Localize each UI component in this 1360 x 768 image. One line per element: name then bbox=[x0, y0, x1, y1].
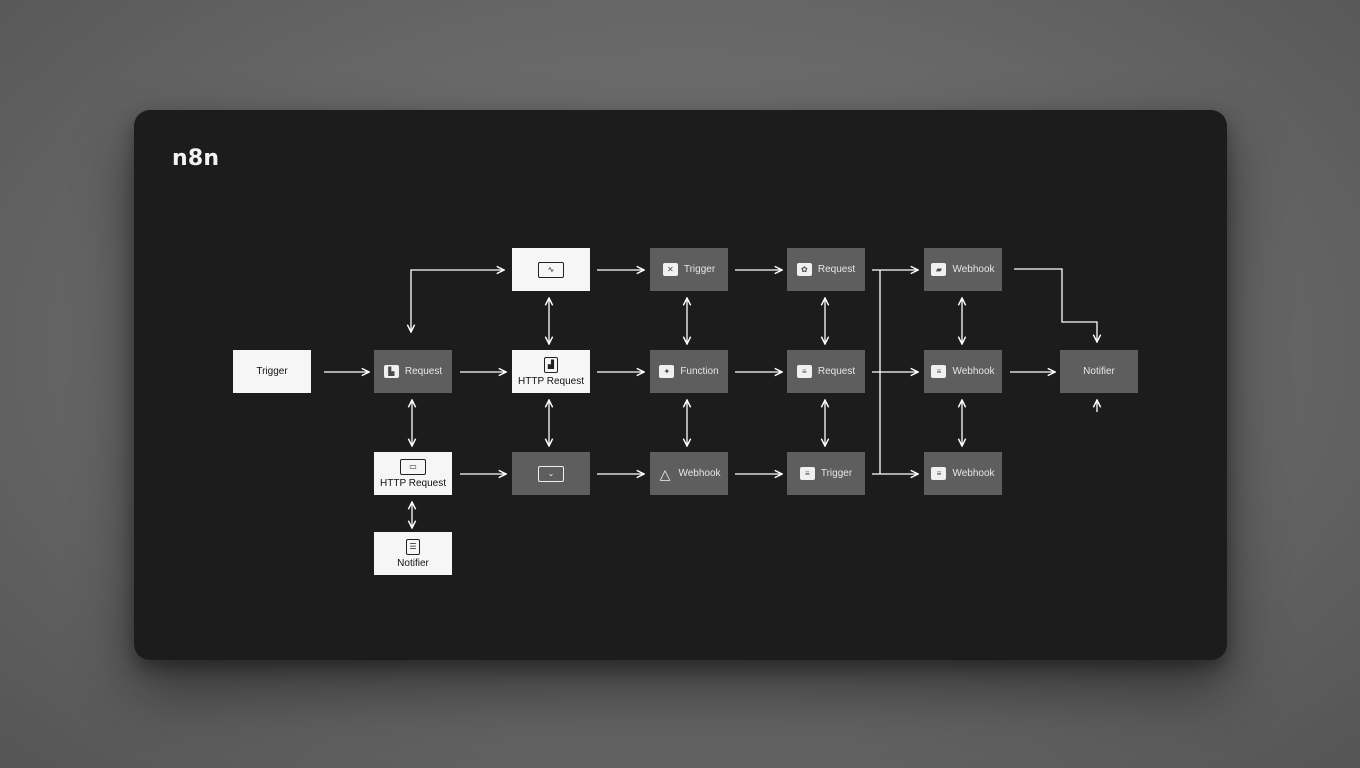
list-icon: ≡ bbox=[931, 467, 947, 480]
window-node[interactable]: ∿ bbox=[512, 248, 590, 291]
trigger-node[interactable]: ≡ Trigger bbox=[787, 452, 865, 495]
webhook-node[interactable]: ≡ Webhook bbox=[924, 350, 1002, 393]
window-icon: ⌄ bbox=[538, 465, 564, 482]
stack-icon: ☰ bbox=[406, 538, 420, 555]
connection-line bbox=[411, 270, 504, 332]
node-label: Request bbox=[404, 366, 443, 377]
http-request-node[interactable]: ▟ HTTP Request bbox=[512, 350, 590, 393]
list-icon: ≡ bbox=[931, 365, 947, 378]
chart-icon: ▟ bbox=[544, 356, 558, 373]
function-node[interactable]: ✦ Function bbox=[650, 350, 728, 393]
node-label: Webhook bbox=[678, 468, 721, 479]
app-logo: n8n bbox=[172, 146, 220, 171]
http-request-node[interactable]: ▭ HTTP Request bbox=[374, 452, 452, 495]
connection-line bbox=[1014, 268, 1097, 342]
list-icon: ≡ bbox=[799, 467, 815, 480]
node-label: Trigger bbox=[820, 468, 853, 479]
request-node[interactable]: ≡ Request bbox=[787, 350, 865, 393]
chart-icon: ▙ bbox=[383, 365, 399, 378]
request-node[interactable]: ▙ Request bbox=[374, 350, 452, 393]
gear-icon: ✦ bbox=[659, 365, 675, 378]
gear-icon: ✿ bbox=[796, 263, 812, 276]
window-icon: ▭ bbox=[400, 458, 426, 475]
node-label: Trigger bbox=[683, 264, 716, 275]
node-label: HTTP Request bbox=[518, 375, 584, 387]
connections-layer bbox=[324, 110, 1227, 660]
request-node[interactable]: ✿ Request bbox=[787, 248, 865, 291]
image-icon: ▰ bbox=[931, 263, 947, 276]
tool-icon: ✕ bbox=[662, 263, 678, 276]
notifier-node[interactable]: ☰ Notifier bbox=[374, 532, 452, 575]
workflow-canvas[interactable]: n8n bbox=[134, 110, 1227, 660]
window-node[interactable]: ⌄ bbox=[512, 452, 590, 495]
trigger-node[interactable]: Trigger bbox=[233, 350, 311, 393]
warning-icon: △ bbox=[659, 465, 671, 482]
webhook-node[interactable]: △ Webhook bbox=[650, 452, 728, 495]
node-label: Request bbox=[817, 264, 856, 275]
node-label: Webhook bbox=[952, 264, 995, 275]
trigger-node[interactable]: ✕ Trigger bbox=[650, 248, 728, 291]
node-label: Request bbox=[817, 366, 856, 377]
node-label: Webhook bbox=[952, 468, 995, 479]
webhook-node[interactable]: ▰ Webhook bbox=[924, 248, 1002, 291]
node-label: Notifier bbox=[397, 557, 429, 569]
list-icon: ≡ bbox=[796, 365, 812, 378]
webhook-node[interactable]: ≡ Webhook bbox=[924, 452, 1002, 495]
window-icon: ∿ bbox=[538, 261, 564, 278]
node-label: Webhook bbox=[952, 366, 995, 377]
node-label: Notifier bbox=[1083, 366, 1115, 377]
node-label: Trigger bbox=[256, 366, 288, 377]
node-label: Function bbox=[680, 366, 719, 377]
node-label: HTTP Request bbox=[380, 477, 446, 489]
notifier-node[interactable]: Notifier bbox=[1060, 350, 1138, 393]
